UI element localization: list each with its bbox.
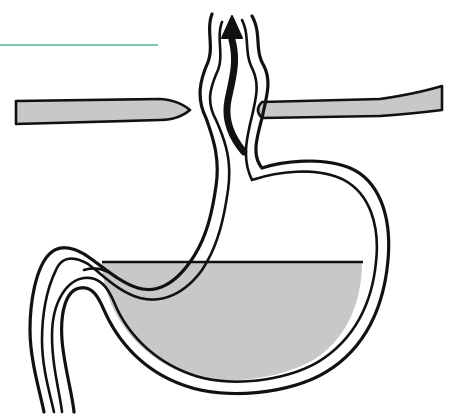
diaphragm-right bbox=[258, 86, 442, 118]
diaphragm-left bbox=[16, 99, 190, 124]
arrow-up-icon bbox=[222, 16, 242, 38]
reflux-arrow-shaft bbox=[227, 40, 244, 152]
